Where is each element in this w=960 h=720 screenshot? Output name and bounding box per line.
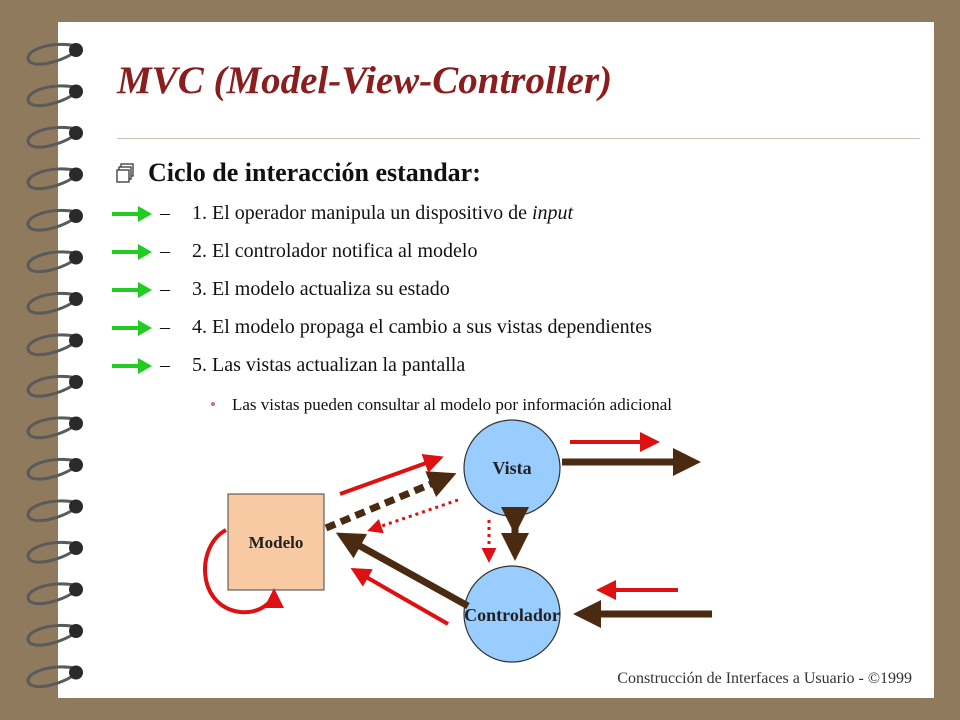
dash: – <box>160 240 170 262</box>
sub-bullet: • Las vistas pueden consultar al modelo p… <box>210 395 672 415</box>
checkbox-bullet-icon <box>116 163 134 183</box>
step-text: 1. El operador manipula un dispositivo d… <box>192 202 532 224</box>
sub-bullet-text: Las vistas pueden consultar al modelo po… <box>232 395 672 414</box>
step-5: –5. Las vistas actualizan la pantalla <box>160 354 465 377</box>
step-text: 3. El modelo actualiza su estado <box>192 278 450 300</box>
title-divider <box>117 138 920 139</box>
step-1: –1. El operador manipula un dispositivo … <box>160 202 573 225</box>
step-emphasis: input <box>531 202 574 224</box>
dash: – <box>160 278 170 300</box>
step-text: 2. El controlador notifica al modelo <box>192 240 478 262</box>
step-2: –2. El controlador notifica al modelo <box>160 240 477 263</box>
dash: – <box>160 354 170 376</box>
step-3: –3. El modelo actualiza su estado <box>160 278 450 301</box>
slide-title: MVC (Model-View-Controller) <box>117 59 613 102</box>
dash: – <box>160 202 170 224</box>
dash: – <box>160 316 170 338</box>
bullet-dot-icon: • <box>210 395 216 414</box>
step-text: 4. El modelo propaga el cambio a sus vis… <box>192 316 652 338</box>
slide-footer: Construcción de Interfaces a Usuario - ©… <box>617 670 912 687</box>
step-4: –4. El modelo propaga el cambio a sus vi… <box>160 316 652 339</box>
step-text: 5. Las vistas actualizan la pantalla <box>192 354 466 376</box>
cycle-heading: Ciclo de interacción estandar: <box>148 158 481 187</box>
